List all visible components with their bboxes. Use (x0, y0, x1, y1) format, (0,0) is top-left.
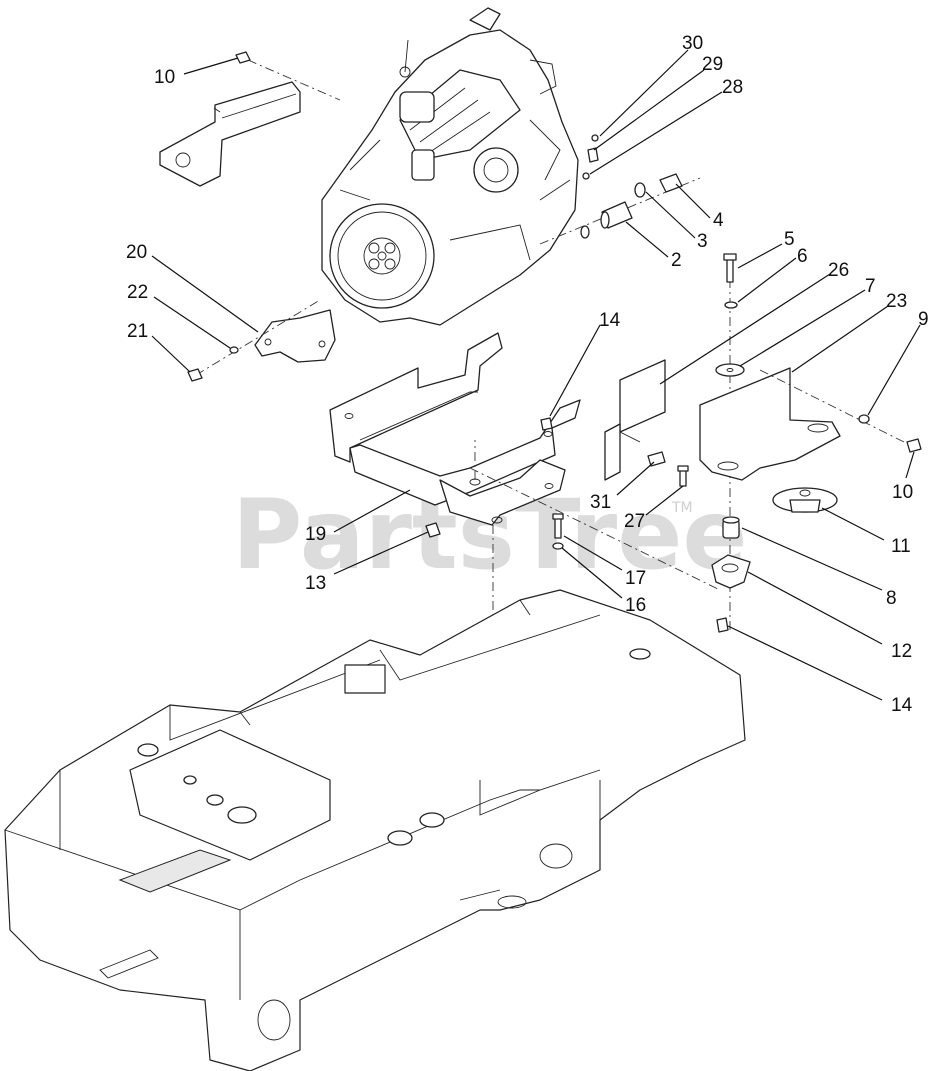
callout-11: 11 (891, 536, 911, 557)
nut-14-top (540, 417, 553, 431)
bolt-27 (677, 465, 689, 487)
callout-14-bottom: 14 (891, 695, 913, 716)
bolt-10-right (906, 438, 922, 453)
washer-22 (229, 346, 239, 354)
leader-lines (151, 49, 921, 701)
spacer-8 (722, 516, 740, 539)
bolt-31 (647, 451, 666, 467)
callout-13: 13 (305, 573, 326, 594)
callout-17: 17 (625, 568, 646, 589)
callout-3: 3 (697, 231, 708, 252)
callout-22: 22 (127, 282, 148, 303)
callout-28: 28 (722, 77, 743, 98)
chassis-frame (4, 589, 746, 1071)
callout-30: 30 (682, 33, 703, 54)
callout-26: 26 (828, 260, 849, 281)
callout-21: 21 (127, 321, 148, 342)
callout-4: 4 (713, 210, 724, 231)
isolator-11 (772, 487, 838, 513)
bolt-5 (723, 253, 737, 283)
watermark-trademark: TM (671, 500, 693, 516)
callout-16: 16 (625, 595, 646, 616)
engine-mount-bracket-20 (254, 309, 336, 363)
callout-10-right: 10 (892, 482, 913, 503)
bolt-17 (552, 513, 564, 539)
callout-23: 23 (886, 291, 907, 312)
fuel-fittings-28-30 (582, 134, 599, 180)
callout-31: 31 (590, 492, 611, 513)
callout-7: 7 (865, 276, 876, 297)
callout-2: 2 (671, 250, 682, 271)
isolator-12 (711, 554, 751, 589)
callout-20: 20 (126, 242, 147, 263)
bolt-21 (187, 368, 203, 382)
callout-9: 9 (918, 309, 929, 330)
callout-27: 27 (624, 511, 645, 532)
nut-4 (659, 173, 683, 193)
callout-10-top: 10 (154, 67, 175, 88)
washer-16 (552, 542, 564, 550)
bolt-10-top (235, 51, 251, 64)
washer-9 (858, 414, 870, 424)
callout-19: 19 (305, 524, 326, 545)
nut-14-bottom (716, 617, 729, 633)
engine-mount-frame-19 (329, 332, 581, 526)
washer-7 (715, 363, 745, 377)
engine-mount-bracket-left (159, 81, 301, 187)
motor-mount-bracket-23 (699, 367, 841, 481)
callout-12: 12 (891, 641, 912, 662)
callout-6: 6 (797, 246, 808, 267)
callout-8: 8 (886, 588, 897, 609)
plate-26 (604, 359, 666, 481)
spacer-2 (600, 201, 633, 229)
callout-labels: 10 30 29 28 4 3 2 5 6 26 7 23 9 20 22 21… (126, 33, 929, 716)
callout-5: 5 (784, 229, 795, 250)
callout-14-top: 14 (599, 310, 621, 331)
engine (321, 7, 579, 326)
callout-29: 29 (702, 54, 723, 75)
washer-6 (724, 301, 738, 309)
nut-13 (425, 522, 441, 538)
washer-left-2 (580, 225, 590, 239)
washer-3 (634, 182, 646, 198)
